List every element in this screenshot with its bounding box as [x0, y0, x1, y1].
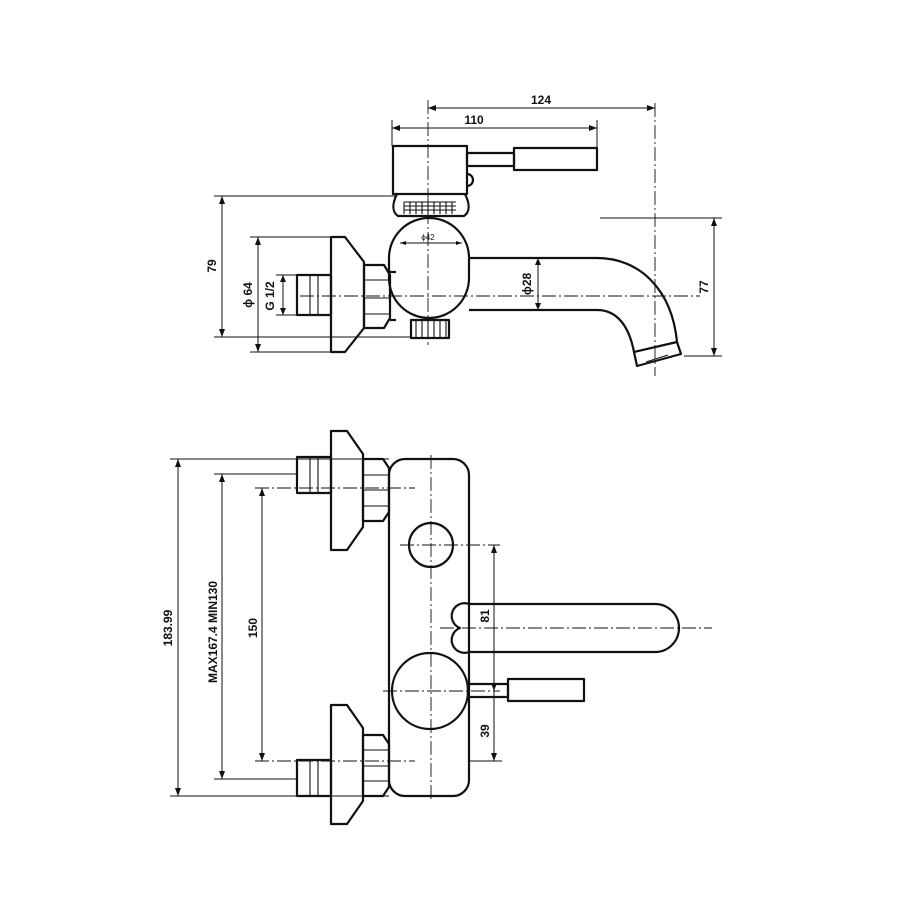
side-view: 124 110 79 ϕ 64 G 1/2 ϕ42 ϕ28: [205, 93, 722, 376]
side-lever-stem: [465, 151, 516, 168]
dim-g-half: G 1/2: [263, 281, 277, 311]
dim-39: 39: [478, 724, 492, 738]
side-lever-handle: [512, 146, 599, 172]
side-wall-flange: [329, 235, 366, 354]
front-spout: [450, 602, 681, 654]
side-hex-nut: [362, 263, 392, 330]
side-valve-body: [387, 216, 471, 320]
side-body-neck: [392, 193, 470, 218]
dim-77: 77: [697, 280, 711, 294]
side-spout: [469, 256, 679, 354]
front-upper-flange: [329, 429, 365, 552]
side-inlet-stub: [295, 273, 333, 317]
front-view: 183.99 MAX167.4 MIN130 150 81 39: [161, 429, 712, 826]
dim-79: 79: [205, 259, 219, 273]
dim-183-99: 183.99: [161, 609, 175, 646]
dim-phi-28: ϕ28: [520, 273, 534, 296]
front-upper-inlet: [295, 455, 333, 495]
dim-150: 150: [246, 618, 260, 638]
dim-81: 81: [478, 609, 492, 623]
front-lower-inlet: [295, 758, 333, 798]
front-lever-handle: [506, 677, 586, 703]
front-lower-flange: [329, 703, 365, 826]
dim-max-min: MAX167.4 MIN130: [206, 581, 220, 683]
side-diverter-knob: [409, 318, 451, 340]
dim-phi-42: ϕ42: [421, 233, 435, 242]
dim-124: 124: [531, 93, 551, 107]
dim-phi-64: ϕ 64: [241, 282, 255, 308]
front-lever-stem: [466, 682, 510, 699]
dim-110: 110: [464, 113, 484, 127]
front-main-body: [387, 457, 471, 798]
side-cartridge-housing: [391, 144, 469, 196]
